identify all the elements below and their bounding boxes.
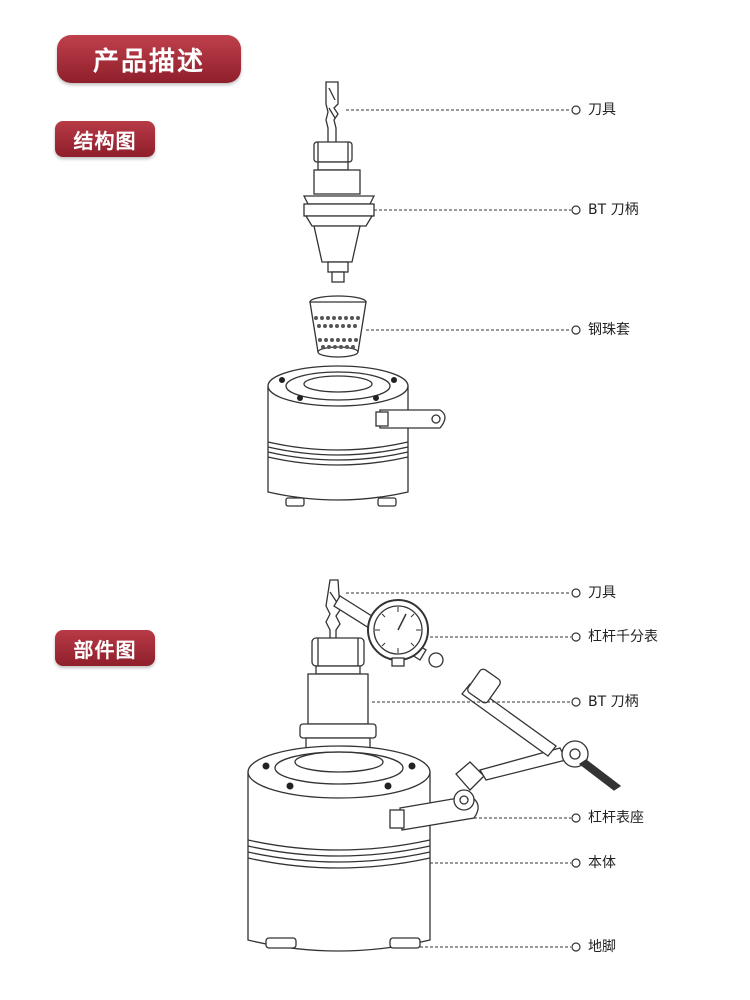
callout-dot-icon <box>571 697 581 707</box>
parts-drill <box>325 579 341 641</box>
callout-label-dial-indicator: 杠杆千分表 <box>588 629 658 645</box>
callout-dot-icon <box>571 325 581 335</box>
parts-indicator-base <box>389 740 622 831</box>
callout-dots <box>571 105 581 952</box>
callout-label-indicator-base: 杠杆表座 <box>588 810 644 826</box>
callout-dot-icon <box>571 942 581 952</box>
callout-dot-icon <box>571 588 581 598</box>
callout-label-body: 本体 <box>588 855 616 871</box>
structure-body <box>267 365 446 507</box>
callout-leaders <box>346 109 571 948</box>
parts-bt-holder <box>299 637 377 759</box>
callout-dot-icon <box>571 858 581 868</box>
structure-bt-holder <box>302 141 376 283</box>
callout-label-tool: 刀具 <box>588 585 616 601</box>
callout-dot-icon <box>571 632 581 642</box>
section-title-parts: 部件图 <box>55 630 155 666</box>
callout-label-ball-sleeve: 钢珠套 <box>588 322 630 338</box>
callout-label-bt-holder: BT 刀柄 <box>588 694 639 710</box>
callout-label-bt-holder: BT 刀柄 <box>588 202 639 218</box>
callout-dot-icon <box>571 105 581 115</box>
callout-dot-icon <box>571 813 581 823</box>
callout-label-tool: 刀具 <box>588 102 616 118</box>
structure-drill <box>325 81 339 146</box>
callout-label-foot: 地脚 <box>588 939 616 955</box>
page-title: 产品描述 <box>57 35 241 83</box>
parts-body <box>247 745 431 952</box>
structure-ball-sleeve <box>309 295 367 358</box>
section-title-structure: 结构图 <box>55 121 155 157</box>
callout-dot-icon <box>571 205 581 215</box>
parts-dial-indicator <box>367 599 429 667</box>
